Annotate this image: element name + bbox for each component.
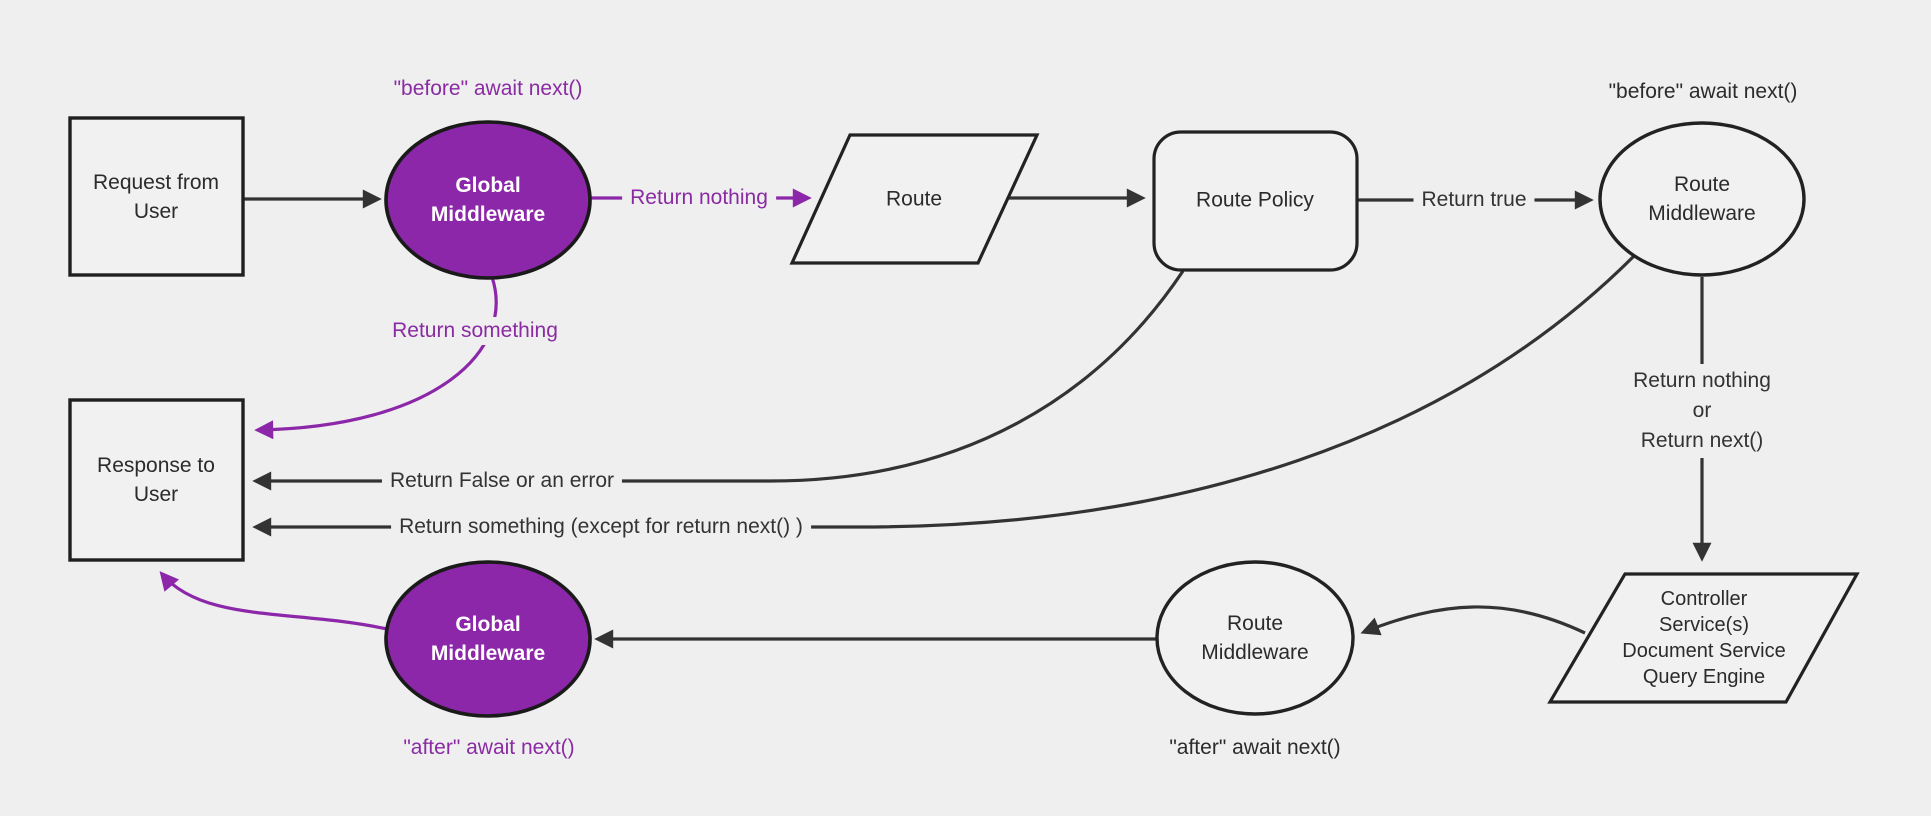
controller-line-2: Service(s) <box>1658 614 1749 636</box>
edge-label-return-nothing-or-next: Return nothing or Return next() <box>1623 364 1781 458</box>
route-middleware-out-shape <box>1155 560 1355 716</box>
request-node-shape <box>68 116 245 277</box>
request-node-label: Request from User <box>92 171 220 223</box>
edge-label-line-3: Return next() <box>1640 429 1764 452</box>
route-middleware-in-shape <box>1598 121 1806 277</box>
response-node-label: Response to User <box>97 454 215 506</box>
edge-global-middleware-out-to-response <box>159 571 388 631</box>
route-node-shape <box>789 133 1040 265</box>
route-policy-label: Route Policy <box>1196 188 1314 212</box>
edge-label-return-something-except: Return something (except for return next… <box>391 513 811 541</box>
route-middleware-in-label: Route Middleware <box>1648 173 1756 225</box>
route-middleware-out-label: Route Middleware <box>1201 612 1309 664</box>
annotation-after-route-middleware: "after" await next() <box>1169 736 1341 759</box>
annotation-before-global-middleware: "before" await next() <box>393 77 583 100</box>
global-middleware-out-shape <box>384 560 592 718</box>
response-node-shape <box>68 398 245 562</box>
global-middleware-out-label: Global Middleware <box>430 613 546 665</box>
edge-route-middleware-to-response <box>252 254 1636 537</box>
annotation-after-global-middleware: "after" await next() <box>403 736 575 759</box>
edge-label-line-2: or <box>1692 399 1712 422</box>
controller-line-1: Controller <box>1660 588 1748 610</box>
edge-label-return-nothing: Return nothing <box>622 184 776 212</box>
edge-route-policy-to-response <box>252 270 1185 491</box>
edge-label-return-something: Return something <box>384 317 566 345</box>
edge-controller-to-route-middleware-out <box>1360 605 1586 636</box>
controller-node-label: Controller Service(s) Document Service Q… <box>1604 586 1804 690</box>
controller-line-4: Query Engine <box>1642 666 1766 688</box>
route-policy-shape <box>1152 130 1359 272</box>
edge-global-middleware-return-something <box>254 276 498 440</box>
edge-label-return-false-or-error: Return False or an error <box>381 467 623 495</box>
controller-line-3: Document Service <box>1622 640 1786 662</box>
annotation-before-route-middleware: "before" await next() <box>1608 80 1798 103</box>
controller-node-shape <box>1547 572 1860 704</box>
route-node-label: Route <box>885 187 943 211</box>
edge-label-line-1: Return nothing <box>1633 369 1771 392</box>
edge-label-return-true: Return true <box>1413 186 1535 214</box>
global-middleware-in-shape <box>384 120 592 280</box>
global-middleware-in-label: Global Middleware <box>430 174 546 226</box>
